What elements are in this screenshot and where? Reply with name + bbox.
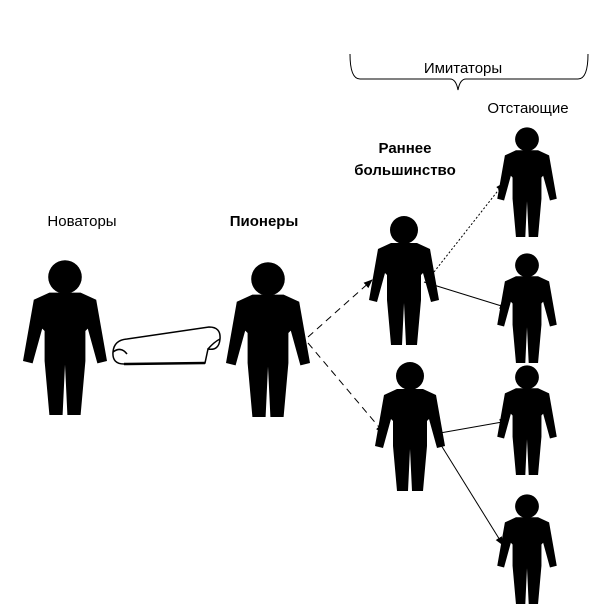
early-majority-label: Раннее — [379, 140, 432, 157]
laggard-person-icon-1 — [497, 127, 557, 237]
laggard-person-icon-2 — [497, 253, 557, 363]
pioneer-person-icon — [226, 262, 310, 417]
arrow-early-bottom-to-laggard-3 — [439, 418, 509, 434]
early-majority-label-line2: большинство — [354, 162, 455, 179]
imitators-brace — [349, 53, 589, 91]
early-majority-person-icon-bottom — [375, 362, 445, 491]
arrow-pioneers-to-early-majority-top — [307, 279, 373, 338]
arrow-early-top-to-laggard-1 — [433, 182, 505, 273]
scroll-icon — [112, 326, 221, 366]
arrow-pioneers-to-early-majority-bottom — [307, 342, 385, 434]
early-majority-person-icon-top — [369, 216, 439, 345]
innovator-person-icon — [22, 260, 107, 415]
laggards-label: Отстающие — [487, 100, 568, 117]
laggard-person-icon-3 — [497, 365, 557, 475]
arrow-early-top-to-laggard-2 — [423, 281, 509, 310]
pioneers-label: Пионеры — [230, 213, 299, 230]
imitators-label: Имитаторы — [424, 60, 502, 77]
arrows — [307, 182, 509, 546]
innovators-label: Новаторы — [47, 213, 116, 230]
arrow-early-bottom-to-laggard-4 — [435, 436, 504, 546]
laggard-person-icon-4 — [497, 494, 557, 604]
